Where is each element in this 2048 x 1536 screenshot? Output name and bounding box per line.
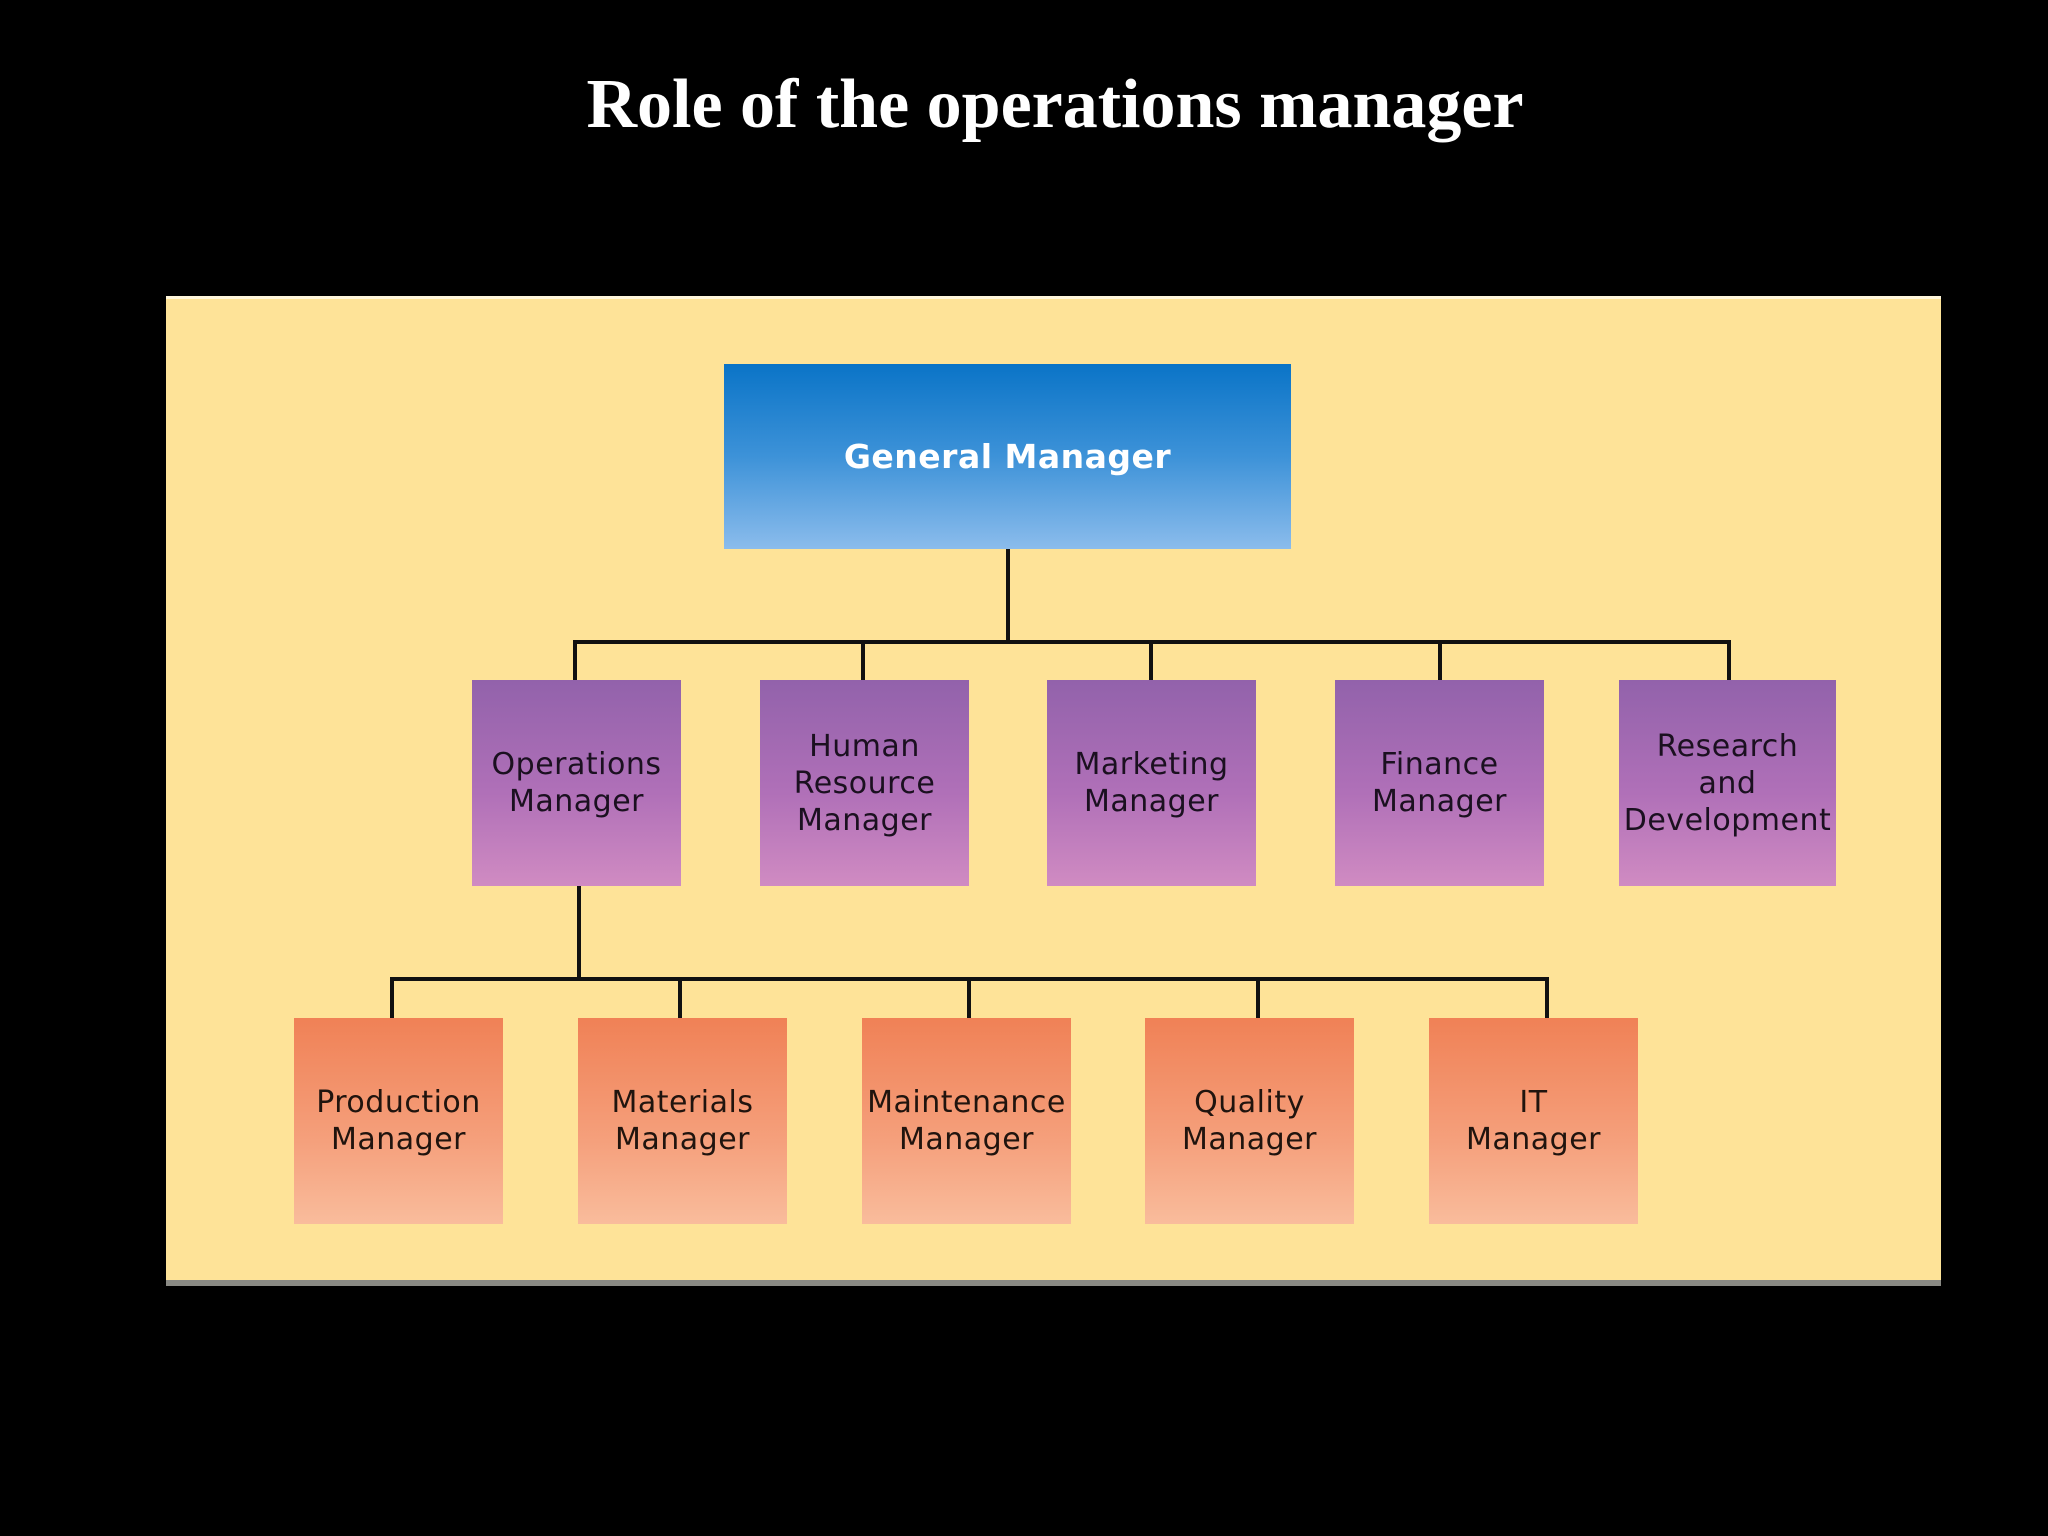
research-and-development-box: Research and Development: [1619, 680, 1836, 886]
production-manager-box: Production Manager: [294, 1018, 503, 1224]
operations-manager-box: Operations Manager: [472, 680, 681, 886]
marketing-manager-label: Marketing Manager: [1074, 747, 1229, 819]
finance-manager-box: Finance Manager: [1335, 680, 1544, 886]
quality-manager-label: Quality Manager: [1182, 1085, 1317, 1157]
operations-manager-label: Operations Manager: [491, 747, 662, 819]
maintenance-manager-label: Maintenance Manager: [867, 1085, 1066, 1157]
marketing-manager-box: Marketing Manager: [1047, 680, 1256, 886]
research-and-development-label: Research and Development: [1623, 728, 1832, 838]
human-resource-manager-label: Human Resource Manager: [793, 728, 936, 838]
human-resource-manager-box: Human Resource Manager: [760, 680, 969, 886]
quality-manager-box: Quality Manager: [1145, 1018, 1354, 1224]
slide-title: Role of the operations manager: [586, 66, 1524, 143]
finance-manager-label: Finance Manager: [1372, 747, 1507, 819]
org-chart-panel: General Manager Operations Manager Human…: [166, 296, 1941, 1286]
it-manager-label: IT Manager: [1466, 1085, 1601, 1157]
materials-manager-label: Materials Manager: [611, 1085, 754, 1157]
maintenance-manager-box: Maintenance Manager: [862, 1018, 1071, 1224]
general-manager-box: General Manager: [724, 364, 1291, 549]
general-manager-label: General Manager: [843, 437, 1172, 476]
materials-manager-box: Materials Manager: [578, 1018, 787, 1224]
it-manager-box: IT Manager: [1429, 1018, 1638, 1224]
org-chart-connectors: [390, 547, 1731, 1020]
production-manager-label: Production Manager: [316, 1085, 481, 1157]
